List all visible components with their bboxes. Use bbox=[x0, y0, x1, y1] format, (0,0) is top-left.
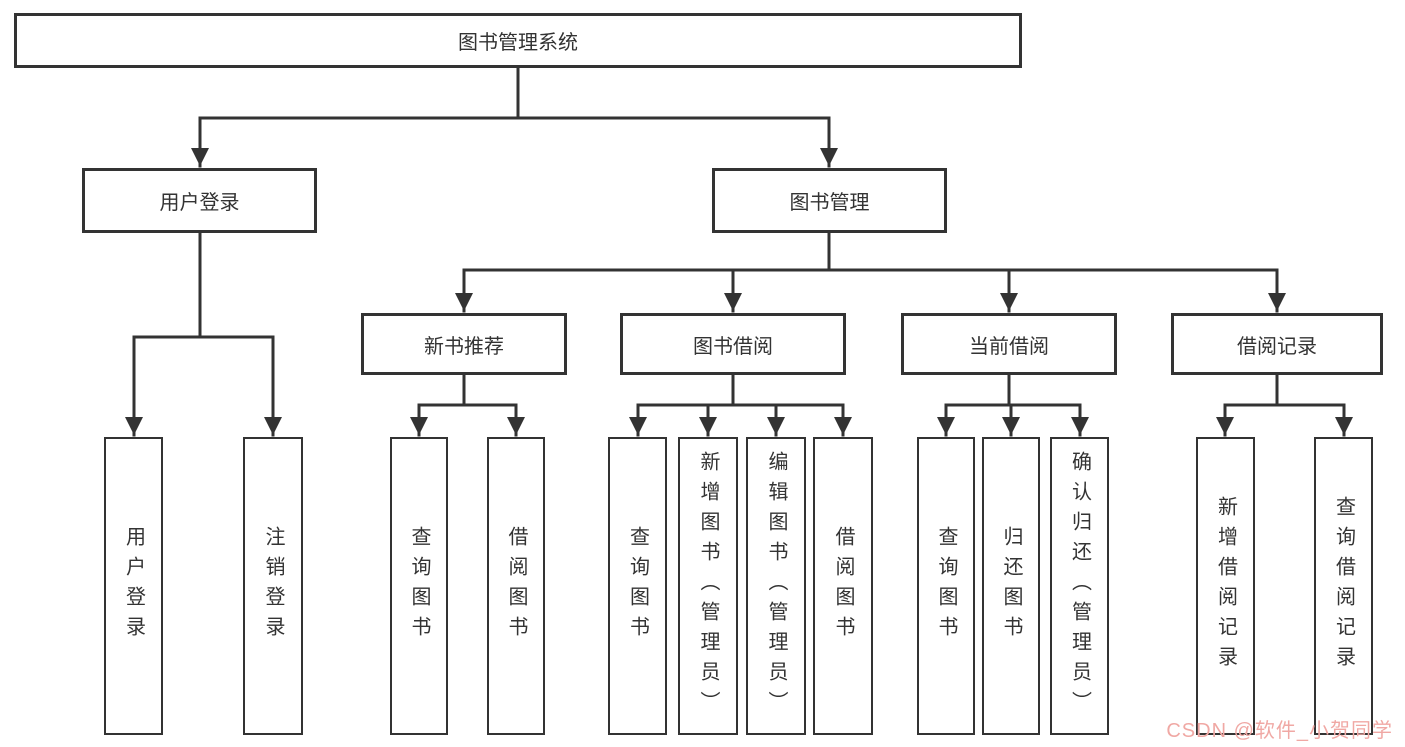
node-leaf-add-books-admin: 新增图书（管理员） bbox=[678, 437, 738, 735]
node-leaf-user-login: 用户登录 bbox=[104, 437, 163, 735]
node-leaf-add-borrow-record: 新增借阅记录 bbox=[1196, 437, 1255, 735]
node-leaf-borrow-books-recommend: 借阅图书 bbox=[487, 437, 545, 735]
node-leaf-query-books-current: 查询图书 bbox=[917, 437, 975, 735]
node-leaf-confirm-return-admin: 确认归还（管理员） bbox=[1050, 437, 1109, 735]
node-leaf-query-borrow-record: 查询借阅记录 bbox=[1314, 437, 1373, 735]
node-leaf-query-books-borrowing: 查询图书 bbox=[608, 437, 667, 735]
node-leaf-query-books-recommend: 查询图书 bbox=[390, 437, 448, 735]
node-leaf-logout: 注销登录 bbox=[243, 437, 303, 735]
node-borrowing-records: 借阅记录 bbox=[1171, 313, 1383, 375]
node-leaf-borrow-books-borrowing: 借阅图书 bbox=[813, 437, 873, 735]
watermark-text: CSDN @软件_小贺同学 bbox=[1166, 720, 1393, 742]
node-new-book-recommend: 新书推荐 bbox=[361, 313, 567, 375]
node-user-login: 用户登录 bbox=[82, 168, 317, 233]
node-leaf-edit-books-admin: 编辑图书（管理员） bbox=[746, 437, 806, 735]
node-leaf-return-books: 归还图书 bbox=[982, 437, 1040, 735]
node-current-borrowing: 当前借阅 bbox=[901, 313, 1117, 375]
node-library-management-system: 图书管理系统 bbox=[14, 13, 1022, 68]
node-book-management: 图书管理 bbox=[712, 168, 947, 233]
node-book-borrowing: 图书借阅 bbox=[620, 313, 846, 375]
